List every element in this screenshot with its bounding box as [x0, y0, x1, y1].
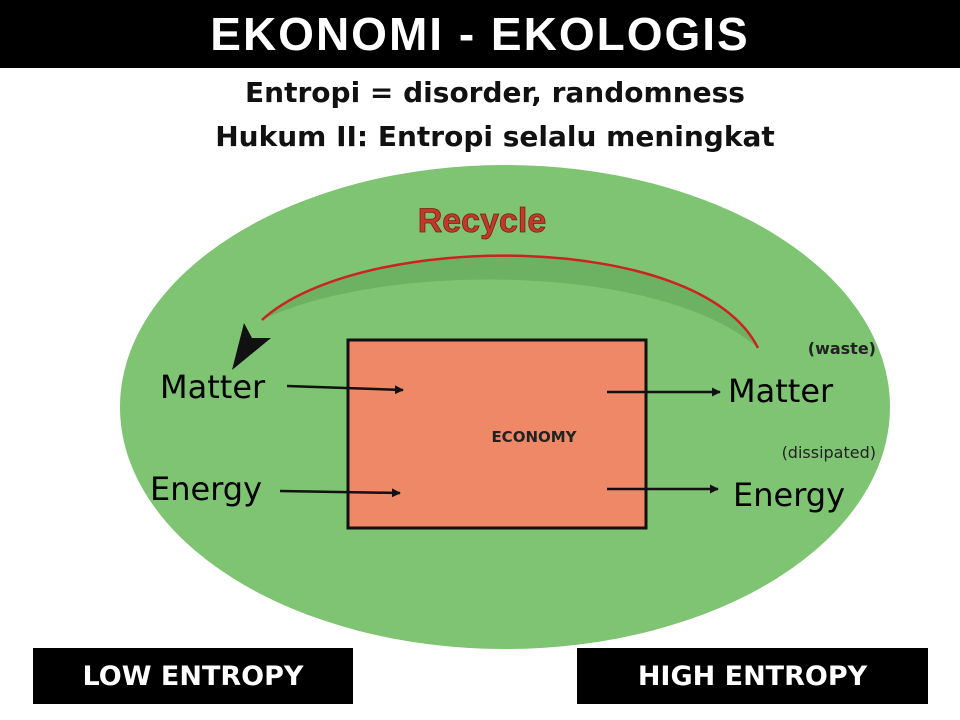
- economy-box: [346, 338, 648, 530]
- recycle-arrow-line: [261, 254, 760, 349]
- input-matter-arrow: [286, 384, 404, 395]
- recycle-label: Recycle: [418, 202, 547, 240]
- dissipated-note: (dissipated): [782, 443, 876, 462]
- recycle-arrowhead-icon: [232, 323, 271, 370]
- high-entropy-label: HIGH ENTROPY: [637, 660, 868, 692]
- output-matter-label: Matter: [728, 372, 834, 410]
- low-entropy-label: LOW ENTROPY: [82, 660, 304, 692]
- input-energy-label: Energy: [150, 470, 262, 508]
- economy-label: ECONOMY: [491, 428, 577, 446]
- subtitle-second-law: Hukum II: Entropi selalu meningkat: [215, 120, 775, 153]
- waste-note: (waste): [808, 339, 876, 358]
- subtitle-entropy-definition: Entropi = disorder, randomness: [245, 76, 745, 109]
- input-matter-label: Matter: [160, 368, 266, 406]
- recycle-arc: [262, 255, 758, 348]
- input-energy-arrow: [279, 488, 401, 498]
- output-energy-label: Energy: [733, 476, 845, 514]
- slide-title: EKONOMI - EKOLOGIS: [210, 8, 750, 60]
- high-entropy-box: HIGH ENTROPY: [577, 648, 928, 704]
- title-bar: EKONOMI - EKOLOGIS: [0, 0, 960, 68]
- low-entropy-box: LOW ENTROPY: [33, 648, 353, 704]
